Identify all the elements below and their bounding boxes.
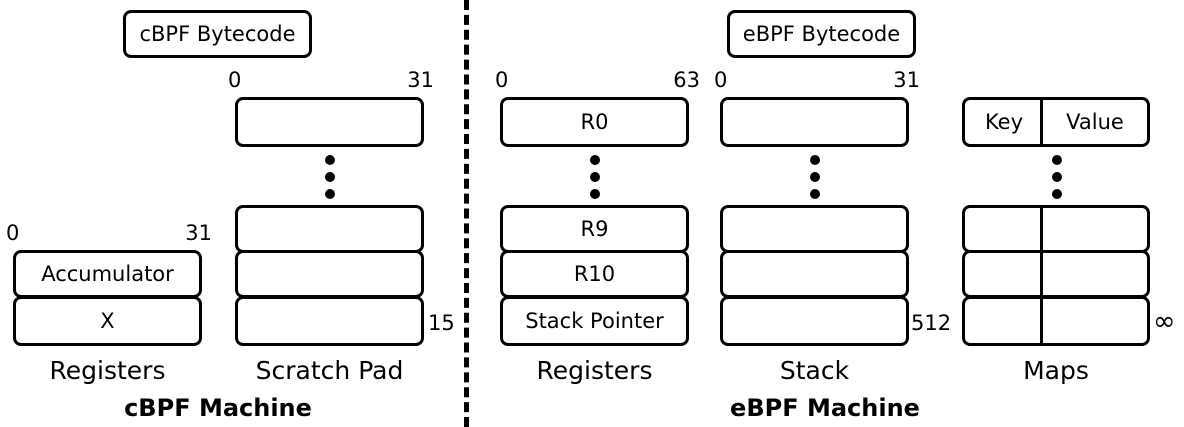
stack-ellipsis-dot [810,155,820,165]
stack-bit-start: 0 [714,68,728,92]
cbpf-register-x-label: X [100,309,115,333]
stack-ellipsis-dot [810,172,820,182]
stack-slot-top [720,97,909,147]
ebpf-registers-bit-start: 0 [495,68,509,92]
maps-column-separator [1040,97,1043,147]
scratch-pad-last-index: 15 [428,311,455,335]
scratch-pad-bit-end: 31 [407,68,434,92]
stack-bit-end: 31 [893,68,920,92]
scratch-pad-ellipsis-dot [325,189,335,199]
maps-header-row: Key Value [962,97,1150,147]
ebpf-register-r9-label: R9 [580,217,609,241]
ebpf-machine-title: eBPF Machine [730,394,920,422]
stack-slot [720,205,909,253]
ebpf-register-r0-label: R0 [580,110,609,134]
cbpf-registers-bit-end: 31 [185,221,212,245]
ebpf-register-stack-pointer: Stack Pointer [500,296,689,346]
maps-key-label: Key [984,110,1024,134]
stack-last-index: 512 [911,311,952,335]
cbpf-registers-bit-start: 0 [6,221,20,245]
section-divider [464,0,469,427]
maps-entry-row [962,250,1150,298]
scratch-pad-bit-start: 0 [228,68,242,92]
maps-ellipsis-dot [1052,172,1062,182]
ebpf-register-stack-pointer-label: Stack Pointer [525,309,664,333]
scratch-pad-ellipsis-dot [325,155,335,165]
cbpf-register-x: X [13,296,202,346]
maps-last-index: ∞ [1153,306,1176,337]
ebpf-bytecode-label: eBPF Bytecode [742,22,901,46]
ebpf-register-r10: R10 [500,250,689,298]
maps-ellipsis-dot [1052,155,1062,165]
cbpf-register-accumulator: Accumulator [13,250,202,298]
cbpf-bytecode-box: cBPF Bytecode [123,10,312,58]
ebpf-bytecode-box: eBPF Bytecode [727,10,916,58]
cbpf-registers-caption: Registers [49,356,166,385]
ebpf-registers-ellipsis-dot [590,172,600,182]
stack-ellipsis-dot [810,189,820,199]
stack-caption: Stack [779,356,850,385]
ebpf-register-r0: R0 [500,97,689,147]
cbpf-bytecode-label: cBPF Bytecode [139,22,296,46]
ebpf-registers-bit-end: 63 [673,68,700,92]
ebpf-registers-caption: Registers [536,356,653,385]
maps-ellipsis-dot [1052,189,1062,199]
stack-slot-last [720,296,909,346]
maps-caption: Maps [1023,356,1089,385]
ebpf-register-r9: R9 [500,205,689,253]
cbpf-machine-title: cBPF Machine [124,394,312,422]
cbpf-register-accumulator-label: Accumulator [41,262,174,286]
scratch-pad-slot-top [235,97,424,147]
ebpf-register-r10-label: R10 [573,262,616,286]
stack-slot [720,250,909,298]
maps-entry-row-last [962,296,1150,346]
ebpf-registers-ellipsis-dot [590,155,600,165]
scratch-pad-ellipsis-dot [325,172,335,182]
ebpf-registers-ellipsis-dot [590,189,600,199]
maps-value-label: Value [1066,110,1124,134]
maps-column-separator [1040,205,1043,346]
scratch-pad-caption: Scratch Pad [255,356,404,385]
scratch-pad-slot-last [235,296,424,346]
scratch-pad-slot [235,250,424,298]
maps-entry-row [962,205,1150,253]
scratch-pad-slot [235,205,424,253]
